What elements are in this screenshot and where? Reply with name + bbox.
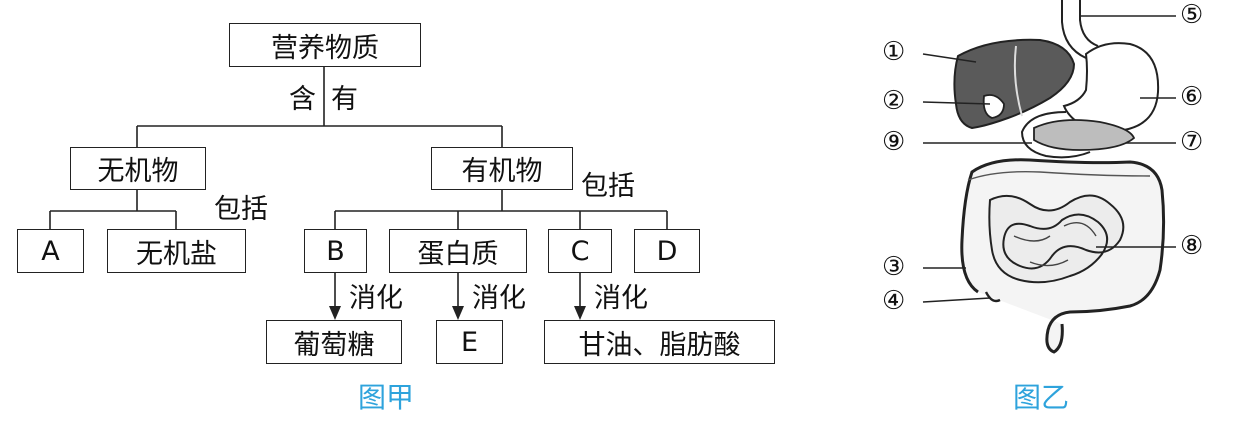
digest-label-c: 消化 [594, 283, 648, 314]
duodenum [1020, 111, 1091, 159]
label-7: ⑦ [1180, 127, 1204, 157]
pancreas [1033, 119, 1136, 151]
label-1: ① [882, 37, 906, 67]
label-2: ② [882, 86, 906, 116]
root-box: 营养物质 [229, 23, 421, 67]
glucose-box: 葡萄糖 [266, 320, 402, 364]
inorganic-salt-box: 无机盐 [107, 229, 246, 273]
organic-box: 有机物 [431, 147, 573, 190]
esophagus [1061, 0, 1099, 59]
appendix [984, 291, 1001, 303]
stomach [1062, 42, 1160, 133]
glycerol-fatty-acid-box: 甘油、脂肪酸 [544, 320, 775, 364]
includes-label-left: 包括 [214, 194, 268, 225]
includes-label-right: 包括 [581, 171, 635, 202]
figure-b-caption: 图乙 [1013, 381, 1070, 414]
label-6: ⑥ [1180, 82, 1204, 112]
protein-box: 蛋白质 [389, 229, 527, 273]
box-d: D [634, 229, 700, 273]
label-8: ⑧ [1180, 231, 1204, 261]
label-9: ⑨ [882, 127, 906, 157]
box-a: A [17, 229, 84, 273]
box-e: E [436, 320, 503, 364]
digest-label-b: 消化 [349, 283, 403, 314]
label-4: ④ [882, 286, 906, 316]
edge-label-han: 含 [289, 84, 316, 115]
inorganic-box: 无机物 [70, 147, 206, 190]
label-3: ③ [882, 252, 906, 282]
label-5: ⑤ [1180, 0, 1204, 30]
edge-label-you: 有 [331, 84, 358, 115]
digest-label-protein: 消化 [472, 283, 526, 314]
small-intestine [988, 194, 1125, 284]
box-b: B [304, 229, 367, 273]
figure-a-connectors [49, 67, 668, 320]
gallbladder [982, 94, 1005, 119]
figure-a-caption: 图甲 [358, 381, 415, 414]
box-c: C [548, 229, 612, 273]
liver [953, 38, 1076, 130]
